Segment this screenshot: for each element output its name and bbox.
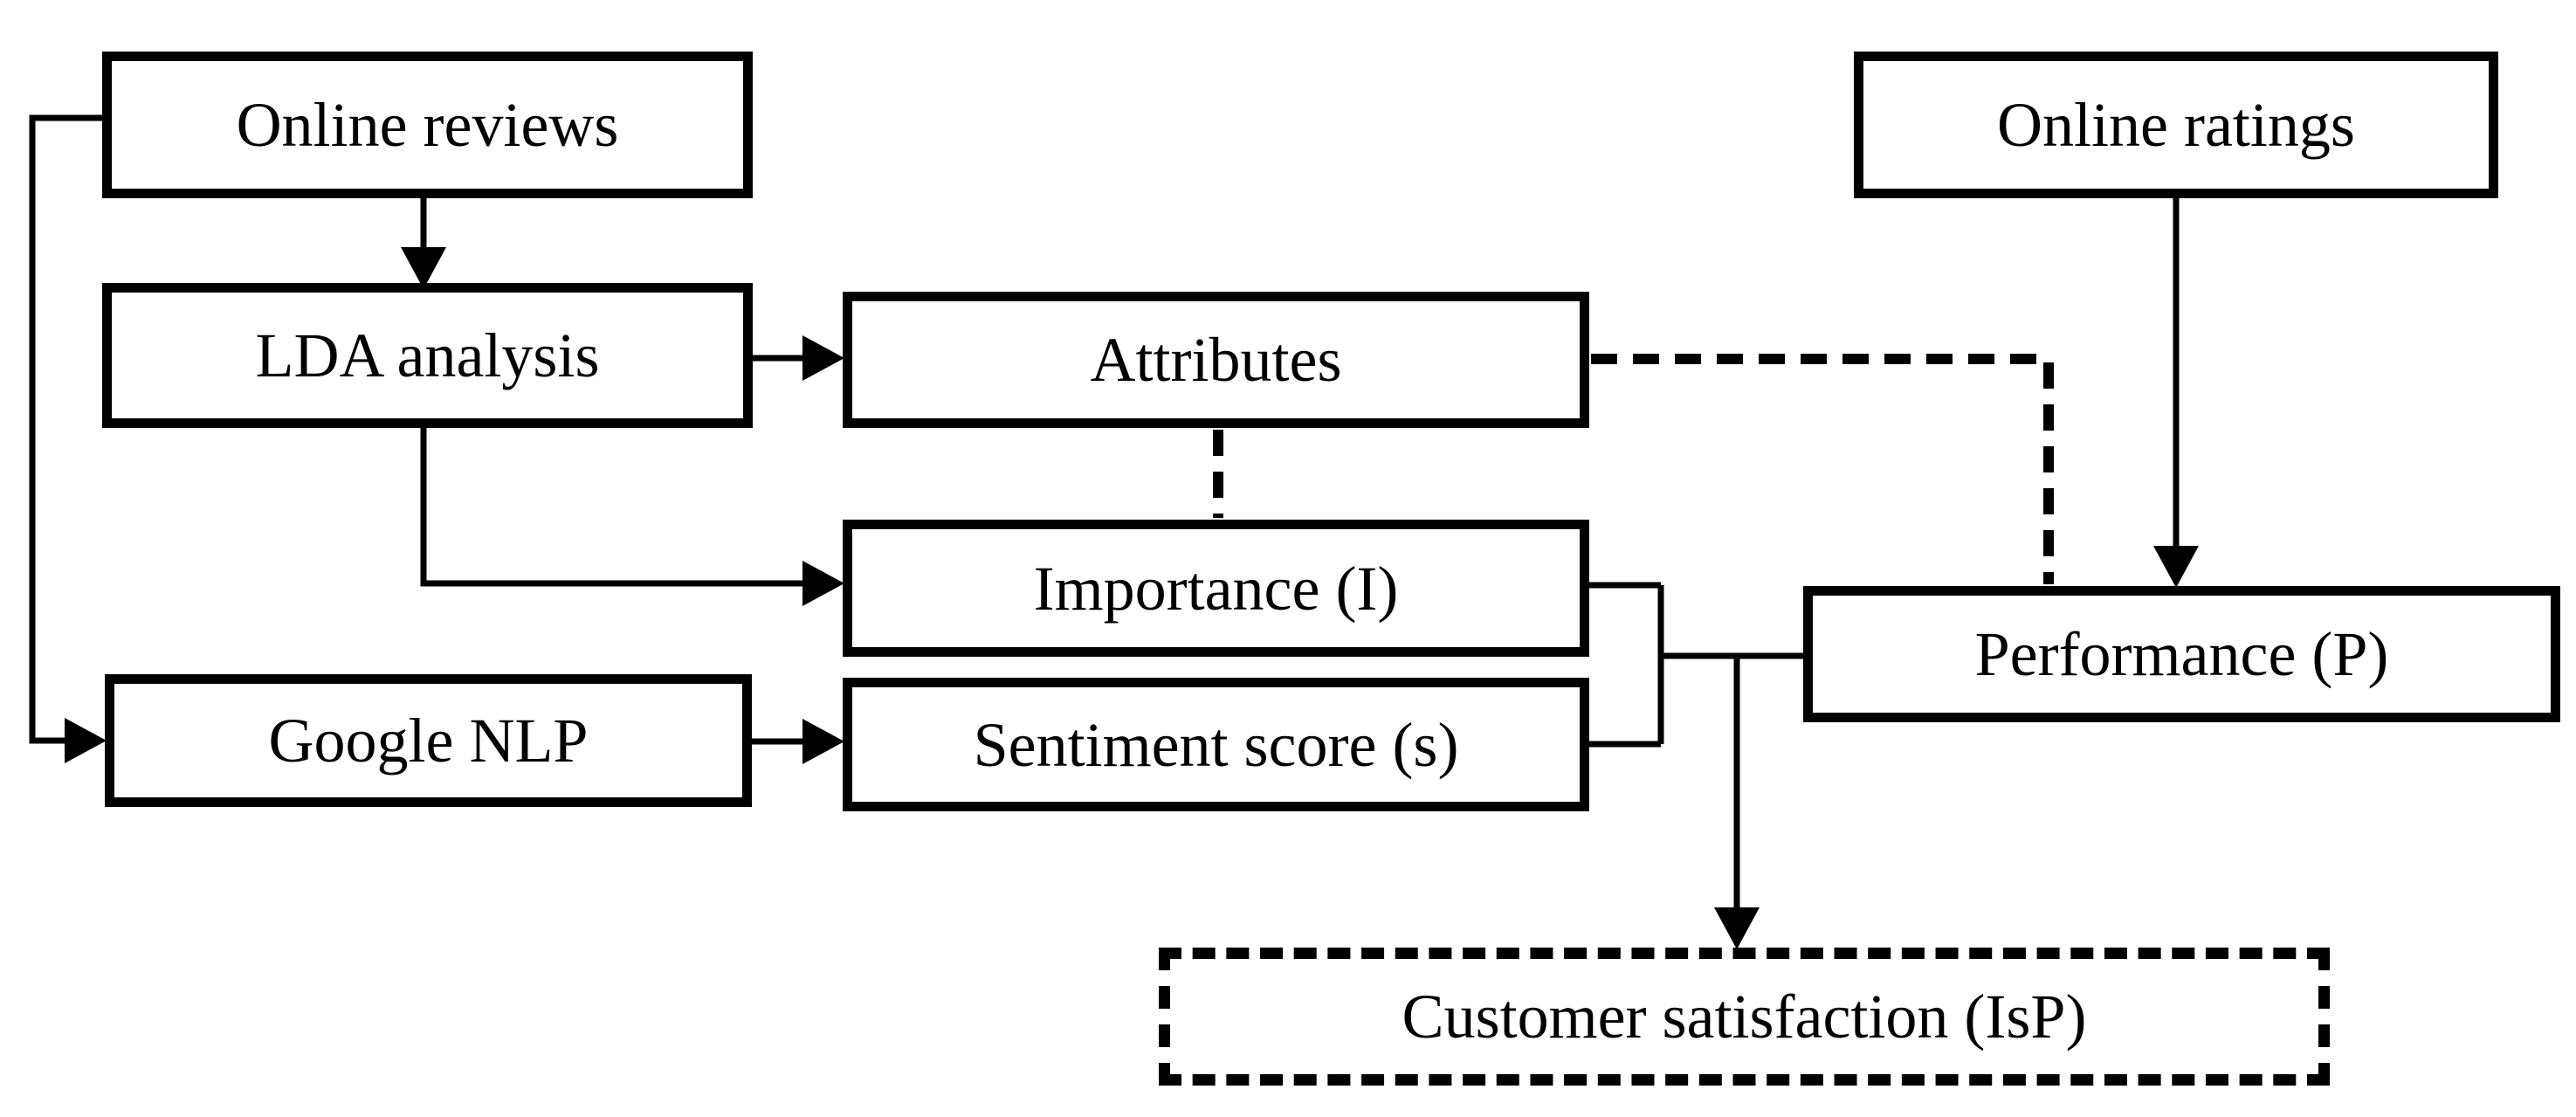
edge-attributes-to-performance-dashed	[1591, 354, 2054, 584]
node-online-reviews: Online reviews	[102, 52, 753, 198]
arrowhead-down-icon	[1714, 907, 1760, 949]
node-lda-analysis: LDA analysis	[102, 283, 753, 428]
node-online-ratings: Online ratings	[1854, 52, 2498, 198]
edge-bracket-join-to-performance	[1589, 582, 1803, 748]
node-attributes: Attributes	[843, 292, 1589, 428]
node-online-ratings-label: Online ratings	[1997, 90, 2355, 160]
node-customer-satisfaction-label: Customer satisfaction (IsP)	[1402, 982, 2087, 1051]
edge-online-reviews-to-google-nlp	[29, 114, 102, 744]
arrowhead-right-icon	[802, 335, 844, 381]
node-google-nlp: Google NLP	[105, 674, 752, 807]
node-online-reviews-label: Online reviews	[236, 90, 619, 160]
node-importance: Importance (I)	[843, 520, 1589, 657]
arrowhead-down-icon	[401, 247, 446, 289]
node-performance: Performance (P)	[1803, 586, 2560, 722]
arrowhead-right-icon	[65, 718, 107, 763]
node-importance-label: Importance (I)	[1033, 553, 1399, 624]
arrowhead-down-icon	[2153, 546, 2199, 588]
edge-lda-to-importance	[420, 426, 804, 587]
node-sentiment-score-label: Sentiment score (s)	[973, 709, 1459, 780]
arrowhead-right-icon	[802, 719, 844, 764]
node-performance-label: Performance (P)	[1974, 619, 2389, 689]
node-customer-satisfaction: Customer satisfaction (IsP)	[1159, 948, 2330, 1086]
node-attributes-label: Attributes	[1090, 325, 1342, 395]
arrowhead-right-icon	[802, 561, 844, 606]
node-google-nlp-label: Google NLP	[268, 706, 589, 776]
node-lda-analysis-label: LDA analysis	[255, 321, 600, 390]
node-sentiment-score: Sentiment score (s)	[843, 678, 1589, 811]
